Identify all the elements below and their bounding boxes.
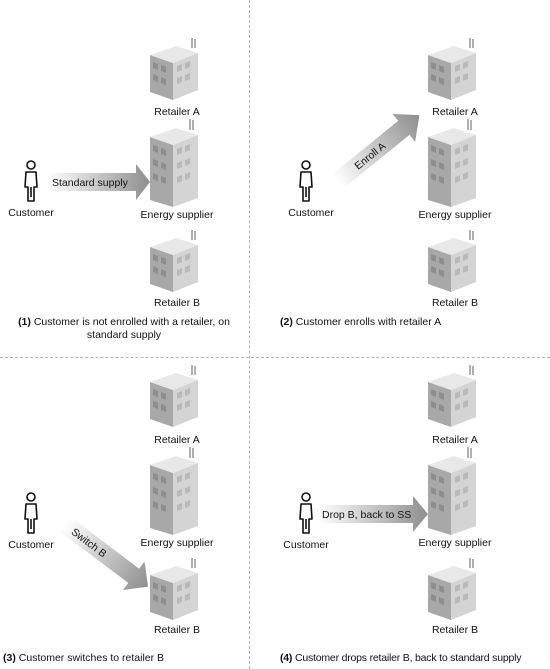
panel-2: Enroll A xyxy=(299,38,476,292)
energy-supplier-label: Energy supplier xyxy=(140,537,214,549)
retailer-b-building-icon xyxy=(150,558,198,620)
panel-4-caption: (4) Customer drops retailer B, back to s… xyxy=(280,652,522,665)
energy-supplier-building-icon xyxy=(428,119,476,207)
customer-icon xyxy=(24,160,38,202)
customer-icon xyxy=(24,492,38,534)
retailer-b-label: Retailer B xyxy=(153,297,201,309)
customer-label: Customer xyxy=(283,539,329,551)
customer-icon xyxy=(299,492,313,534)
enroll-a-arrow: Enroll A xyxy=(331,113,420,189)
caption-text: Customer drops retailer B, back to stand… xyxy=(294,652,522,664)
retailer-a-building-icon xyxy=(428,365,476,427)
energy-supplier-building-icon xyxy=(150,447,198,535)
retailer-b-building-icon xyxy=(428,230,476,292)
caption-number: (1) xyxy=(18,316,31,328)
retailer-b-label: Retailer B xyxy=(431,624,479,636)
horizontal-divider xyxy=(0,357,550,358)
retailer-b-label: Retailer B xyxy=(153,624,201,636)
retailer-a-building-icon xyxy=(428,38,476,100)
panel-3-caption: (3) Customer switches to retailer B xyxy=(3,652,164,665)
panel-2-caption: (2) Customer enrolls with retailer A xyxy=(280,316,441,329)
customer-label: Customer xyxy=(288,207,334,219)
standard-supply-arrow xyxy=(47,164,150,200)
retailer-b-building-icon xyxy=(428,558,476,620)
caption-number: (4) xyxy=(280,652,293,664)
caption-text: Customer is not enrolled with a retailer… xyxy=(33,316,230,328)
customer-icon xyxy=(299,160,313,202)
customer-label: Customer xyxy=(8,539,54,551)
retailer-a-label: Retailer A xyxy=(432,106,478,118)
caption-number: (3) xyxy=(3,652,16,664)
panel-1: Standard supply xyxy=(24,38,198,292)
arrow-label: Drop B, back to SS xyxy=(322,509,411,521)
drop-b-arrow xyxy=(318,496,428,532)
retailer-b-building-icon xyxy=(150,230,198,292)
switch-b-arrow: Switch B xyxy=(59,516,149,591)
energy-supplier-label: Energy supplier xyxy=(418,537,492,549)
vertical-divider xyxy=(249,0,250,669)
retailer-a-building-icon xyxy=(150,38,198,100)
retailer-a-building-icon xyxy=(150,365,198,427)
arrow-label: Standard supply xyxy=(52,177,129,189)
caption-text-line-2: standard supply xyxy=(86,329,162,341)
caption-text: Customer switches to retailer B xyxy=(18,652,165,664)
retailer-b-label: Retailer B xyxy=(431,297,479,309)
panel-1-caption: (1) Customer is not enrolled with a reta… xyxy=(0,316,248,342)
panel-3: Switch B xyxy=(24,365,198,620)
customer-label: Customer xyxy=(8,207,54,219)
caption-number: (2) xyxy=(280,316,293,328)
energy-supplier-label: Energy supplier xyxy=(140,209,214,221)
energy-supplier-building-icon xyxy=(150,119,198,207)
retailer-a-label: Retailer A xyxy=(154,434,200,446)
retailer-a-label: Retailer A xyxy=(154,106,200,118)
retailer-a-label: Retailer A xyxy=(432,434,478,446)
energy-supplier-label: Energy supplier xyxy=(418,209,492,221)
energy-supplier-building-icon xyxy=(428,447,476,535)
caption-text: Customer enrolls with retailer A xyxy=(295,316,442,328)
panel-4: Drop B, back to SS xyxy=(299,365,476,620)
